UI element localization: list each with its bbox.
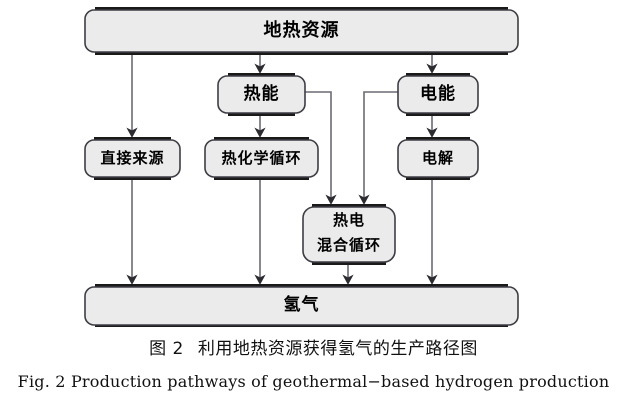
node-box-source [84,9,519,53]
edge-thermal-energy-to-hybrid-cycle [305,91,337,205]
caption-chinese-text: 利用地热资源获得氢气的生产路径图 [197,339,478,359]
edge-electric-energy-to-hybrid-cycle [358,91,398,205]
node-boxes [84,9,519,326]
node-box-thermochemical-cycle [204,139,319,178]
flowchart-svg [84,7,519,327]
connectors [126,52,438,285]
node-box-direct-source [84,139,181,178]
caption-chinese-number: 图 2 [149,339,184,359]
caption-chinese: 图 2 利用地热资源获得氢气的生产路径图 [0,334,627,359]
node-box-hybrid-cycle [302,206,396,263]
node-box-electrolysis [397,139,479,178]
node-box-hydrogen [84,286,519,326]
node-box-thermal-energy [217,75,306,114]
node-box-electric-energy [397,75,479,114]
caption-english: Fig. 2 Production pathways of geothermal… [17,372,610,391]
